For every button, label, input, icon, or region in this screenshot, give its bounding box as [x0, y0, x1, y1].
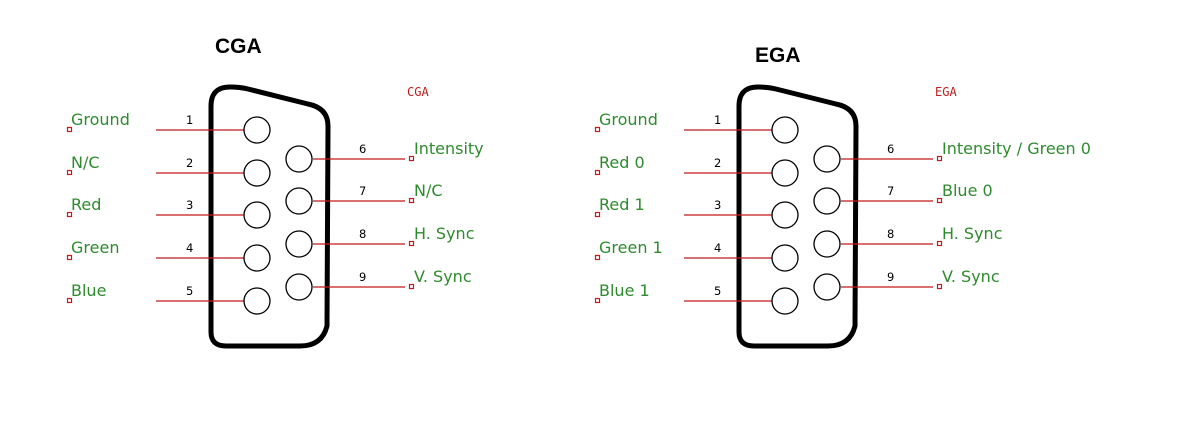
ega-connector-shell [736, 84, 859, 349]
ega-pin-4-label: Green 1 [599, 238, 663, 257]
ega-pin-5-hole [771, 287, 799, 315]
cga-pin-1-label: Ground [71, 110, 130, 129]
cga-pin-6-hole [285, 145, 313, 173]
ega-pin-9-label: V. Sync [942, 267, 1000, 286]
cga-pin-5-hole [243, 287, 271, 315]
ega-pin-1-label: Ground [599, 110, 658, 129]
cga-pin-3-label: Red [71, 195, 101, 214]
ega-connector: EGA EGA 1 2 3 [594, 44, 1091, 349]
cga-terminal-9 [408, 283, 415, 290]
cga-connector: CGA CGA 1 2 3 [66, 35, 484, 349]
ega-terminal-markers [594, 126, 943, 304]
ega-pin-4-hole [771, 244, 799, 272]
ega-pin-7-label: Blue 0 [942, 181, 993, 200]
ega-terminal-5 [594, 297, 601, 304]
cga-pin-4-hole [243, 244, 271, 272]
cga-pin-wires [156, 129, 405, 302]
cga-pin-7-label: N/C [414, 181, 443, 200]
cga-pin-3-hole [243, 201, 271, 229]
cga-pin-8-label: H. Sync [414, 224, 474, 243]
cga-pin-holes [243, 116, 313, 315]
ega-pin-7-number: 7 [887, 184, 894, 198]
cga-pin-2-label: N/C [71, 153, 100, 172]
cga-pin-9-number: 9 [359, 270, 366, 284]
ega-pin-2-hole [771, 159, 799, 187]
cga-pin-2-hole [243, 159, 271, 187]
cga-connector-shell [208, 84, 331, 349]
cga-terminal-markers [66, 126, 415, 304]
cga-pin-1-number: 1 [186, 113, 193, 127]
ega-pin-2-number: 2 [714, 156, 721, 170]
cga-pin-1-hole [243, 116, 271, 144]
ega-pin-8-number: 8 [887, 227, 894, 241]
ega-pin-8-hole [813, 230, 841, 258]
cga-tag: CGA [407, 85, 429, 99]
ega-pin-6-label: Intensity / Green 0 [942, 139, 1091, 158]
cga-terminal-4 [66, 254, 73, 261]
cga-pin-6-label: Intensity [414, 139, 484, 158]
cga-terminal-1 [66, 126, 73, 133]
cga-pin-4-label: Green [71, 238, 119, 257]
cga-pin-5-number: 5 [186, 284, 193, 298]
cga-pin-8-hole [285, 230, 313, 258]
cga-pin-3-number: 3 [186, 198, 193, 212]
ega-terminal-3 [594, 211, 601, 218]
cga-pin-9-hole [285, 273, 313, 301]
cga-pin-9-label: V. Sync [414, 267, 472, 286]
cga-pin-7-hole [285, 187, 313, 215]
ega-pin-9-number: 9 [887, 270, 894, 284]
ega-pin-6-number: 6 [887, 142, 894, 156]
cga-terminal-2 [66, 169, 73, 176]
ega-terminal-7 [936, 197, 943, 204]
ega-pin-6-hole [813, 145, 841, 173]
cga-terminal-6 [408, 155, 415, 162]
ega-pin-5-number: 5 [714, 284, 721, 298]
ega-terminal-4 [594, 254, 601, 261]
cga-pin-6-number: 6 [359, 142, 366, 156]
ega-pin-1-hole [771, 116, 799, 144]
cga-pin-8-number: 8 [359, 227, 366, 241]
ega-pin-9-hole [813, 273, 841, 301]
ega-pin-3-label: Red 1 [599, 195, 645, 214]
ega-title: EGA [755, 44, 801, 67]
ega-pin-holes [771, 116, 841, 315]
cga-pin-4-number: 4 [186, 241, 193, 255]
cga-terminal-3 [66, 211, 73, 218]
ega-pin-4-number: 4 [714, 241, 721, 255]
ega-pin-wires [684, 129, 933, 302]
ega-tag: EGA [935, 85, 957, 99]
ega-pin-3-hole [771, 201, 799, 229]
ega-pin-7-hole [813, 187, 841, 215]
cga-pin-2-number: 2 [186, 156, 193, 170]
ega-terminal-8 [936, 240, 943, 247]
ega-pin-5-label: Blue 1 [599, 281, 650, 300]
ega-pin-8-label: H. Sync [942, 224, 1002, 243]
ega-pin-3-number: 3 [714, 198, 721, 212]
ega-pin-1-number: 1 [714, 113, 721, 127]
cga-terminal-7 [408, 197, 415, 204]
cga-terminal-8 [408, 240, 415, 247]
ega-terminal-6 [936, 155, 943, 162]
ega-terminal-1 [594, 126, 601, 133]
cga-pin-7-number: 7 [359, 184, 366, 198]
cga-pin-5-label: Blue [71, 281, 106, 300]
ega-pin-2-label: Red 0 [599, 153, 645, 172]
cga-title: CGA [215, 35, 262, 58]
cga-terminal-5 [66, 297, 73, 304]
ega-terminal-2 [594, 169, 601, 176]
ega-terminal-9 [936, 283, 943, 290]
